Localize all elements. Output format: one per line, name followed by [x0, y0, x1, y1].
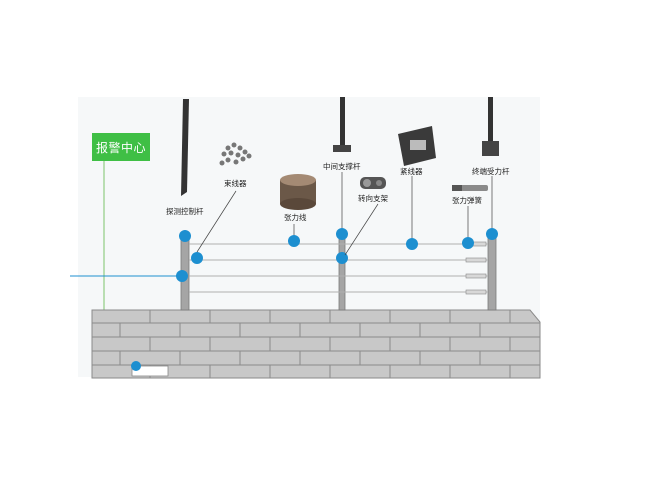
label-detector-pole: 探测控制杆: [166, 207, 204, 216]
label-wire-bundle: 束线器: [224, 179, 247, 188]
middle-pole-post: [338, 236, 346, 311]
label-wire-tightener: 紧线器: [400, 167, 423, 176]
label-tension-wire: 张力线: [284, 213, 307, 222]
label-turn-bracket: 转向支架: [358, 194, 388, 203]
label-middle-pole: 中间支撑杆: [323, 162, 361, 171]
end-pole-icon: [482, 97, 499, 156]
leader-lines: [196, 172, 493, 256]
marker-dot-icon: [131, 361, 141, 371]
brick-wall: [91, 309, 541, 379]
tightener-icon: [398, 126, 436, 166]
pole-icon: [181, 99, 189, 196]
wire-bundle-icon: [219, 142, 252, 166]
wire-spool-icon: [280, 174, 316, 210]
end-pole-post: [487, 236, 497, 311]
label-end-pole: 终端受力杆: [472, 167, 510, 176]
tension-spring-icon: [452, 185, 488, 191]
middle-pole-icon: [333, 97, 351, 152]
spring-icon: [465, 241, 487, 295]
bracket-icon: [360, 177, 386, 189]
marker-dots: [176, 228, 498, 282]
alarm-center-label: 报警中心: [95, 140, 146, 155]
label-tension-spring: 张力弹簧: [452, 196, 482, 205]
alarm-center-box: 报警中心: [92, 133, 150, 161]
control-box-icon: [131, 365, 169, 377]
